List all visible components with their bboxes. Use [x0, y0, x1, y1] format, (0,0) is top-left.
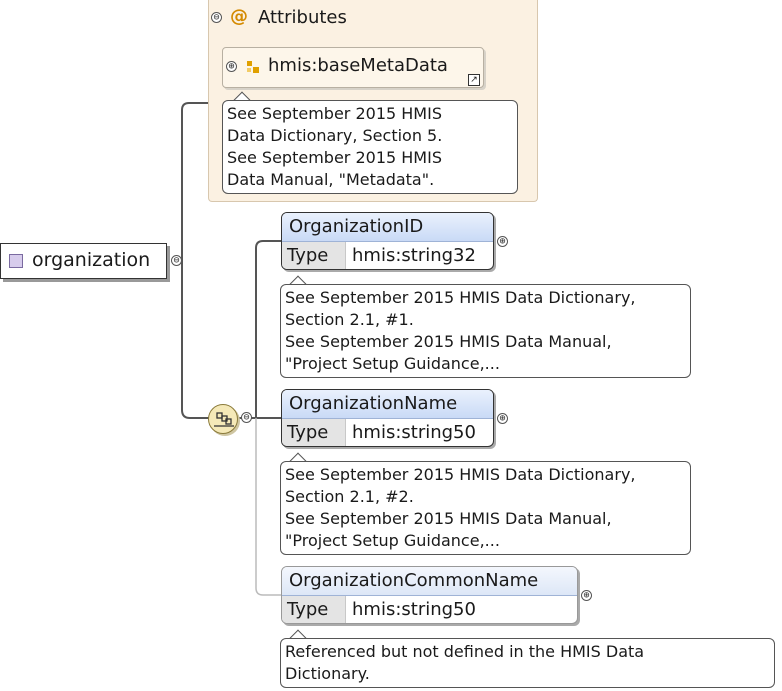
element-expand-icon[interactable]: ⊕: [497, 236, 508, 247]
attribute-at-icon: @: [230, 6, 248, 27]
element-type-row: Type hmis:string50: [282, 596, 577, 623]
attribute-group-icon: [247, 61, 259, 73]
element-annotation: See September 2015 HMIS Data Dictionary,…: [280, 461, 691, 555]
type-value: hmis:string32: [352, 245, 476, 266]
element-type-row: Type hmis:string32: [282, 242, 493, 269]
root-collapse-icon[interactable]: ⊖: [171, 255, 182, 266]
note-line: "Project Setup Guidance,...: [285, 354, 500, 373]
type-label: Type: [282, 596, 346, 623]
sequence-icon: [214, 412, 234, 427]
note-line: See September 2015 HMIS Data Manual,: [285, 332, 612, 351]
attribute-group-expand-icon[interactable]: ⊕: [226, 61, 237, 72]
attributes-annotation: See September 2015 HMIS Data Dictionary,…: [222, 100, 518, 194]
note-line: See September 2015 HMIS Data Manual,: [285, 509, 612, 528]
note-line: See September 2015 HMIS: [227, 104, 442, 123]
note-line: Data Manual, "Metadata".: [227, 170, 435, 189]
note-line: Section 2.1, #1.: [285, 310, 414, 329]
note-line: Referenced but not defined in the HMIS D…: [285, 642, 645, 661]
element-name: OrganizationID: [282, 213, 493, 242]
note-line: See September 2015 HMIS Data Dictionary,: [285, 288, 636, 307]
note-line: See September 2015 HMIS: [227, 148, 442, 167]
attributes-collapse-icon[interactable]: ⊖: [211, 12, 222, 23]
element-expand-icon[interactable]: ⊕: [581, 590, 592, 601]
element-expand-icon[interactable]: ⊕: [497, 413, 508, 424]
note-line: Dictionary.: [285, 664, 370, 683]
root-element-label: organization: [32, 249, 151, 271]
note-line: Data Dictionary, Section 5.: [227, 126, 443, 145]
note-line: "Project Setup Guidance,...: [285, 531, 500, 550]
element-annotation: See September 2015 HMIS Data Dictionary,…: [280, 284, 691, 378]
element-type-row: Type hmis:string50: [282, 419, 493, 446]
element-organization-common-name[interactable]: OrganizationCommonName Type hmis:string5…: [281, 566, 578, 624]
note-line: Section 2.1, #2.: [285, 487, 414, 506]
type-value: hmis:string50: [352, 422, 476, 443]
sequence-compositor-icon[interactable]: [208, 404, 238, 434]
element-icon: [9, 254, 23, 268]
type-label: Type: [282, 242, 346, 269]
element-annotation: Referenced but not defined in the HMIS D…: [280, 638, 775, 688]
element-organization-id[interactable]: OrganizationID Type hmis:string32: [281, 212, 494, 270]
sequence-collapse-icon[interactable]: ⊖: [241, 412, 252, 423]
attribute-group-ref-box[interactable]: [222, 47, 484, 88]
type-label: Type: [282, 419, 346, 446]
reference-arrow-icon[interactable]: ↗: [468, 74, 480, 86]
element-organization-name[interactable]: OrganizationName Type hmis:string50: [281, 389, 494, 447]
attributes-title: Attributes: [258, 7, 347, 28]
element-name: OrganizationCommonName: [282, 567, 577, 596]
element-name: OrganizationName: [282, 390, 493, 419]
attribute-group-name: hmis:baseMetaData: [268, 55, 448, 76]
note-line: See September 2015 HMIS Data Dictionary,: [285, 465, 636, 484]
root-element-organization[interactable]: [0, 243, 167, 279]
type-value: hmis:string50: [352, 599, 476, 620]
